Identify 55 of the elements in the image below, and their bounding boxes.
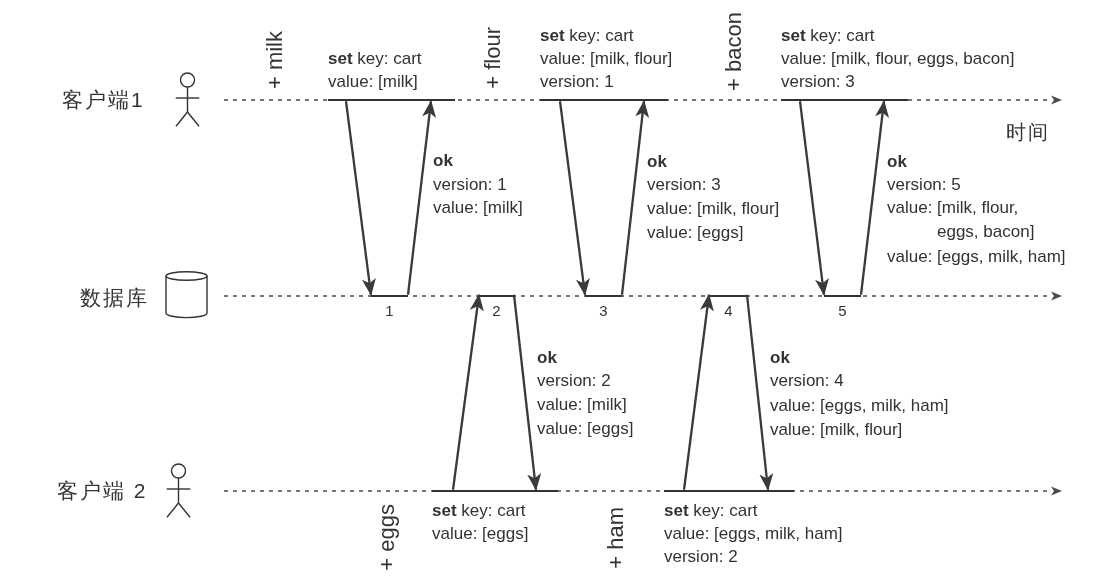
message-text: value: [eggs, milk, ham]: [770, 394, 949, 417]
message-text: value: [milk]: [537, 393, 627, 416]
message-text: version: 1: [540, 70, 615, 93]
status-text: ok: [537, 346, 557, 369]
message-text: value: [milk]: [328, 70, 419, 93]
status-text: ok: [770, 346, 790, 369]
message-text: value: [milk, flour]: [647, 197, 780, 220]
message-text: value: [eggs]: [432, 523, 529, 546]
version-number: 4: [724, 302, 733, 321]
message-text: value: [eggs]: [537, 417, 634, 440]
message-text: version: 2: [664, 546, 739, 569]
status-text: ok: [433, 149, 453, 172]
message-text: set key: cart: [432, 500, 527, 523]
message-text: set key: cart: [664, 500, 759, 523]
message-text: version: 2: [537, 369, 611, 392]
operation-label: + ham: [603, 507, 629, 569]
participant-label: 客户端 2: [57, 478, 148, 504]
operation-label: + flour: [480, 27, 506, 89]
message-text: value: [milk, flour]: [540, 47, 673, 70]
operation-label: + bacon: [721, 12, 747, 91]
arrow: [406, 100, 437, 295]
message-text: value: [milk, flour]: [770, 418, 903, 441]
message-text: value: [milk, flour, eggs, bacon]: [781, 47, 1015, 70]
version-number: 5: [838, 302, 847, 321]
message-text: value: [eggs]: [647, 221, 744, 244]
message-text: set key: cart: [540, 24, 635, 47]
version-number: 2: [492, 302, 501, 321]
message-text: set key: cart: [328, 47, 422, 70]
message-text: set key: cart: [781, 24, 876, 47]
version-number: 3: [599, 302, 608, 321]
message-text: value: [milk]: [433, 196, 523, 219]
message-text: value: [eggs, milk, ham]: [887, 245, 1066, 268]
time-axis-label: 时间: [1006, 120, 1050, 145]
version-number: 1: [385, 302, 394, 321]
arrow: [859, 100, 890, 295]
message-text: version: 3: [647, 173, 721, 196]
participant-label: 客户端1: [62, 87, 145, 113]
message-text: value: [eggs, milk, ham]: [664, 523, 843, 546]
message-text: version: 1: [433, 173, 507, 196]
arrow: [451, 293, 484, 490]
message-text: version: 3: [781, 70, 856, 93]
arrow: [682, 293, 714, 490]
arrow: [798, 101, 829, 296]
participant-label: 数据库: [80, 285, 149, 311]
operation-label: + milk: [262, 30, 288, 89]
message-text: version: 4: [770, 369, 844, 392]
operation-label: + eggs: [374, 504, 400, 571]
arrow: [745, 294, 774, 491]
message-text: version: 5: [887, 173, 961, 196]
arrow: [512, 294, 542, 491]
arrow: [558, 101, 590, 296]
arrow: [620, 100, 650, 295]
arrow: [344, 101, 376, 296]
status-text: ok: [887, 150, 907, 173]
status-text: ok: [647, 150, 667, 173]
